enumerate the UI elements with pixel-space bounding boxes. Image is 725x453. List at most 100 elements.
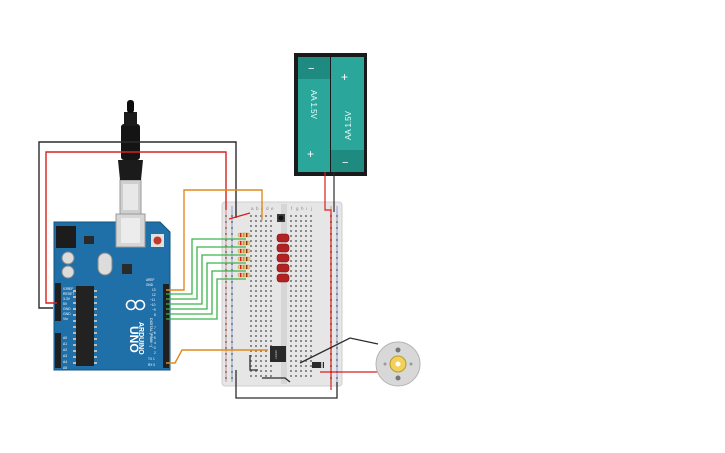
breadboard-hole[interactable] [310, 275, 312, 277]
breadboard-hole[interactable] [295, 260, 297, 262]
breadboard-hole[interactable] [270, 220, 272, 222]
breadboard-hole[interactable] [255, 355, 257, 357]
breadboard-hole[interactable] [260, 240, 262, 242]
breadboard-hole[interactable] [255, 295, 257, 297]
breadboard-hole[interactable] [250, 370, 252, 372]
breadboard-hole[interactable] [260, 295, 262, 297]
rail-hole[interactable] [225, 347, 227, 349]
rail-hole[interactable] [225, 251, 227, 253]
breadboard-hole[interactable] [290, 230, 292, 232]
rail-hole[interactable] [336, 377, 338, 379]
breadboard-hole[interactable] [260, 245, 262, 247]
breadboard-hole[interactable] [295, 275, 297, 277]
rail-hole[interactable] [336, 329, 338, 331]
breadboard-hole[interactable] [305, 370, 307, 372]
breadboard-hole[interactable] [300, 340, 302, 342]
breadboard-hole[interactable] [265, 320, 267, 322]
breadboard-hole[interactable] [295, 300, 297, 302]
breadboard-hole[interactable] [290, 330, 292, 332]
l293d-chip[interactable] [270, 346, 286, 362]
rail-hole[interactable] [336, 323, 338, 325]
breadboard-hole[interactable] [265, 250, 267, 252]
breadboard-hole[interactable] [260, 270, 262, 272]
breadboard-hole[interactable] [300, 265, 302, 267]
breadboard-hole[interactable] [310, 270, 312, 272]
breadboard-hole[interactable] [255, 225, 257, 227]
breadboard-hole[interactable] [300, 270, 302, 272]
breadboard-hole[interactable] [270, 240, 272, 242]
breadboard-hole[interactable] [270, 265, 272, 267]
rail-hole[interactable] [336, 335, 338, 337]
breadboard-hole[interactable] [310, 230, 312, 232]
breadboard-hole[interactable] [295, 295, 297, 297]
wire-green-3[interactable] [166, 254, 246, 305]
breadboard-hole[interactable] [295, 240, 297, 242]
breadboard-hole[interactable] [255, 305, 257, 307]
breadboard-hole[interactable] [265, 355, 267, 357]
breadboard-hole[interactable] [270, 340, 272, 342]
breadboard-hole[interactable] [270, 225, 272, 227]
leds[interactable] [276, 233, 290, 283]
breadboard-hole[interactable] [250, 340, 252, 342]
breadboard-hole[interactable] [305, 225, 307, 227]
breadboard-hole[interactable] [265, 365, 267, 367]
breadboard-hole[interactable] [290, 355, 292, 357]
rail-hole[interactable] [225, 377, 227, 379]
rail-hole[interactable] [336, 257, 338, 259]
breadboard-hole[interactable] [305, 330, 307, 332]
breadboard-hole[interactable] [250, 270, 252, 272]
reset-button[interactable] [153, 236, 162, 245]
led-red[interactable] [276, 273, 290, 283]
breadboard-hole[interactable] [295, 315, 297, 317]
breadboard-hole[interactable] [290, 255, 292, 257]
breadboard-hole[interactable] [270, 230, 272, 232]
breadboard-hole[interactable] [270, 290, 272, 292]
rail-hole[interactable] [225, 359, 227, 361]
breadboard-hole[interactable] [290, 245, 292, 247]
rail-hole[interactable] [231, 251, 233, 253]
rail-hole[interactable] [231, 365, 233, 367]
rail-hole[interactable] [231, 257, 233, 259]
breadboard-hole[interactable] [310, 375, 312, 377]
breadboard-hole[interactable] [300, 355, 302, 357]
breadboard-hole[interactable] [250, 355, 252, 357]
rail-hole[interactable] [225, 275, 227, 277]
breadboard-hole[interactable] [260, 225, 262, 227]
breadboard-hole[interactable] [310, 360, 312, 362]
breadboard-hole[interactable] [265, 225, 267, 227]
breadboard-hole[interactable] [290, 305, 292, 307]
breadboard-hole[interactable] [250, 275, 252, 277]
breadboard-hole[interactable] [255, 240, 257, 242]
breadboard-hole[interactable] [295, 330, 297, 332]
breadboard-hole[interactable] [305, 320, 307, 322]
breadboard-hole[interactable] [265, 220, 267, 222]
breadboard-hole[interactable] [270, 375, 272, 377]
breadboard-hole[interactable] [260, 300, 262, 302]
rail-hole[interactable] [225, 323, 227, 325]
breadboard-hole[interactable] [310, 320, 312, 322]
breadboard-hole[interactable] [270, 370, 272, 372]
breadboard-hole[interactable] [290, 270, 292, 272]
breadboard-hole[interactable] [265, 285, 267, 287]
breadboard-hole[interactable] [270, 270, 272, 272]
wire-green-6[interactable] [166, 278, 246, 320]
digital-header[interactable] [163, 284, 169, 368]
breadboard-hole[interactable] [300, 230, 302, 232]
breadboard-hole[interactable] [250, 335, 252, 337]
breadboard-hole[interactable] [260, 350, 262, 352]
breadboard-hole[interactable] [290, 290, 292, 292]
rail-hole[interactable] [231, 275, 233, 277]
rail-hole[interactable] [231, 311, 233, 313]
breadboard-hole[interactable] [305, 360, 307, 362]
breadboard-hole[interactable] [300, 255, 302, 257]
breadboard-hole[interactable] [295, 255, 297, 257]
rail-hole[interactable] [231, 329, 233, 331]
breadboard-hole[interactable] [270, 320, 272, 322]
breadboard-hole[interactable] [300, 335, 302, 337]
breadboard-hole[interactable] [270, 300, 272, 302]
breadboard-hole[interactable] [305, 350, 307, 352]
breadboard-hole[interactable] [255, 215, 257, 217]
breadboard-hole[interactable] [310, 350, 312, 352]
diode-body[interactable] [312, 362, 324, 368]
breadboard-hole[interactable] [310, 260, 312, 262]
